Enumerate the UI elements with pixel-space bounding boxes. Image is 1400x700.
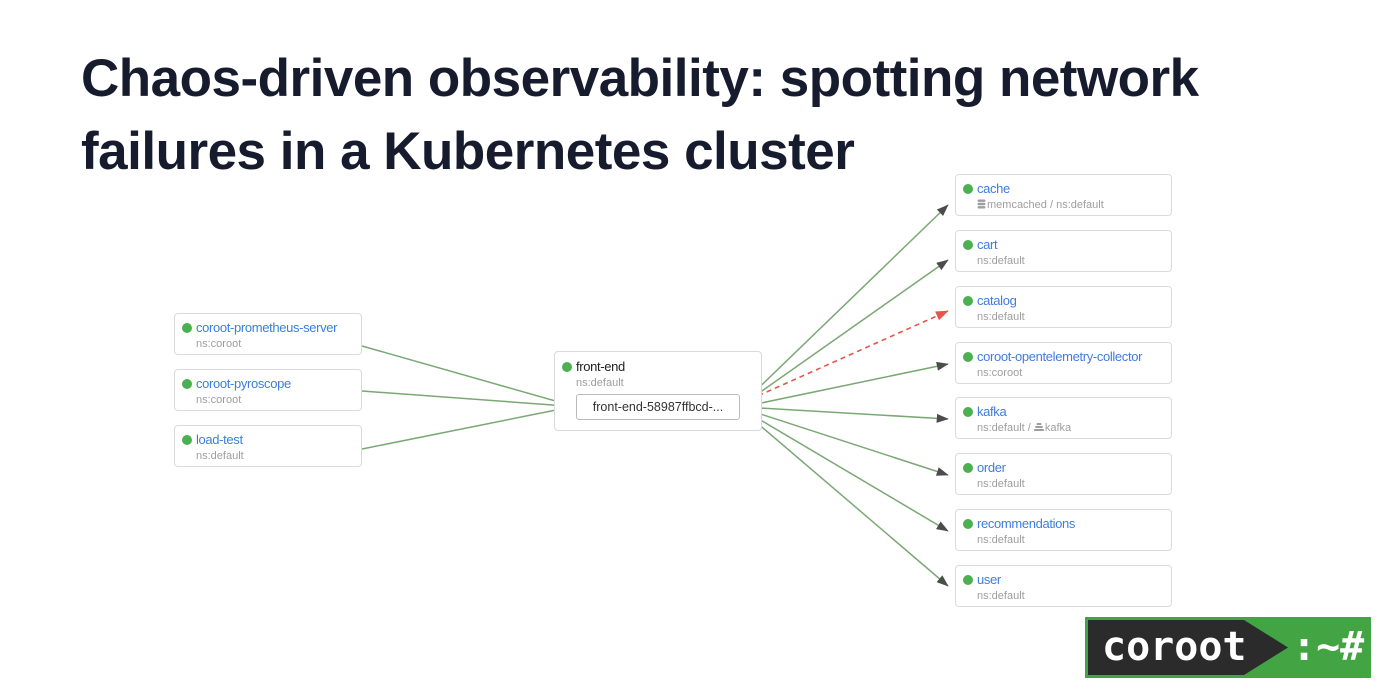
terminal-chevron-icon	[1088, 620, 1288, 675]
service-subtitle: memcached / ns:default	[977, 198, 1163, 212]
service-name-link[interactable]: user	[977, 572, 1001, 587]
edge-frontend-to-order	[741, 407, 949, 476]
service-name-link[interactable]: recommendations	[977, 516, 1076, 531]
service-name: front-end	[576, 359, 625, 374]
service-namespace: ns:default	[977, 534, 1025, 546]
page-title-line1: Chaos-driven observability: spotting net…	[81, 49, 1199, 108]
service-node-coroot-pyroscope[interactable]: coroot-pyroscope ns:coroot	[174, 369, 362, 411]
service-node-front-end[interactable]: front-end ns:default front-end-58987ffbc…	[554, 351, 762, 431]
status-dot	[182, 379, 192, 389]
edge-frontend-to-catalog-failing	[741, 310, 949, 404]
service-node-cache[interactable]: cache memcached / ns:default	[955, 174, 1172, 216]
service-node-cart[interactable]: cart ns:default	[955, 230, 1172, 272]
edge-frontend-to-cart	[741, 259, 949, 406]
service-name-link[interactable]: coroot-pyroscope	[196, 376, 291, 391]
status-dot	[182, 323, 192, 333]
edge-frontend-to-user	[741, 409, 949, 587]
service-namespace: ns:default	[576, 377, 624, 389]
edge-frontend-to-recommendations	[741, 408, 949, 532]
service-name-link[interactable]: cart	[977, 237, 998, 252]
service-namespace: ns:default	[977, 590, 1025, 602]
service-name-link[interactable]: order	[977, 460, 1006, 475]
edge-frontend-to-kafka	[741, 406, 949, 423]
edge-loadtest-to-frontend	[361, 405, 567, 450]
service-namespace: ns:coroot	[196, 338, 242, 350]
service-name-link[interactable]: catalog	[977, 293, 1017, 308]
status-dot	[963, 575, 973, 585]
service-namespace: ns:default	[977, 478, 1025, 490]
service-name-link[interactable]: load-test	[196, 432, 243, 447]
status-dot	[182, 435, 192, 445]
page-title-line2: failures in a Kubernetes cluster	[81, 122, 855, 181]
service-namespace: ns:coroot	[977, 367, 1023, 379]
service-name-link[interactable]: cache	[977, 181, 1010, 196]
service-namespace: ns:default	[977, 255, 1025, 267]
status-dot	[963, 184, 973, 194]
service-node-recommendations[interactable]: recommendations ns:default	[955, 509, 1172, 551]
service-namespace: ns:coroot	[196, 394, 242, 406]
service-node-user[interactable]: user ns:default	[955, 565, 1172, 607]
pod-instance-box[interactable]: front-end-58987ffbcd-...	[576, 394, 740, 420]
service-name-link[interactable]: coroot-opentelemetry-collector	[977, 349, 1143, 364]
status-dot	[963, 407, 973, 417]
status-dot	[963, 296, 973, 306]
service-node-load-test[interactable]: load-test ns:default	[174, 425, 362, 467]
status-dot	[963, 519, 973, 529]
service-node-kafka[interactable]: kafka ns:default / kafka	[955, 397, 1172, 439]
edge-frontend-to-otel-collector	[741, 361, 949, 408]
service-name-link[interactable]: kafka	[977, 404, 1007, 419]
terminal-prompt-text: :~#	[1292, 624, 1365, 670]
status-dot	[963, 240, 973, 250]
coroot-logo: coroot :~#	[1085, 617, 1371, 678]
status-dot	[963, 352, 973, 362]
service-subtitle: ns:default / kafka	[977, 422, 1072, 434]
status-dot	[562, 362, 572, 372]
service-name-link[interactable]: coroot-prometheus-server	[196, 320, 338, 335]
service-node-catalog[interactable]: catalog ns:default	[955, 286, 1172, 328]
service-namespace: ns:default	[977, 311, 1025, 323]
service-node-order[interactable]: order ns:default	[955, 453, 1172, 495]
coroot-logo-text: coroot	[1102, 624, 1247, 670]
edge-pyroscope-to-frontend	[361, 390, 567, 410]
database-icon	[977, 199, 986, 209]
edge-prometheus-to-frontend	[361, 345, 567, 406]
edge-frontend-to-cache	[741, 204, 949, 405]
service-node-coroot-prometheus-server[interactable]: coroot-prometheus-server ns:coroot	[174, 313, 362, 355]
service-namespace: ns:default	[196, 450, 244, 462]
status-dot	[963, 463, 973, 473]
page-title: Chaos-driven observability: spotting net…	[81, 42, 1199, 188]
service-node-coroot-opentelemetry-collector[interactable]: coroot-opentelemetry-collector ns:coroot	[955, 342, 1172, 384]
queue-icon	[1033, 423, 1044, 431]
